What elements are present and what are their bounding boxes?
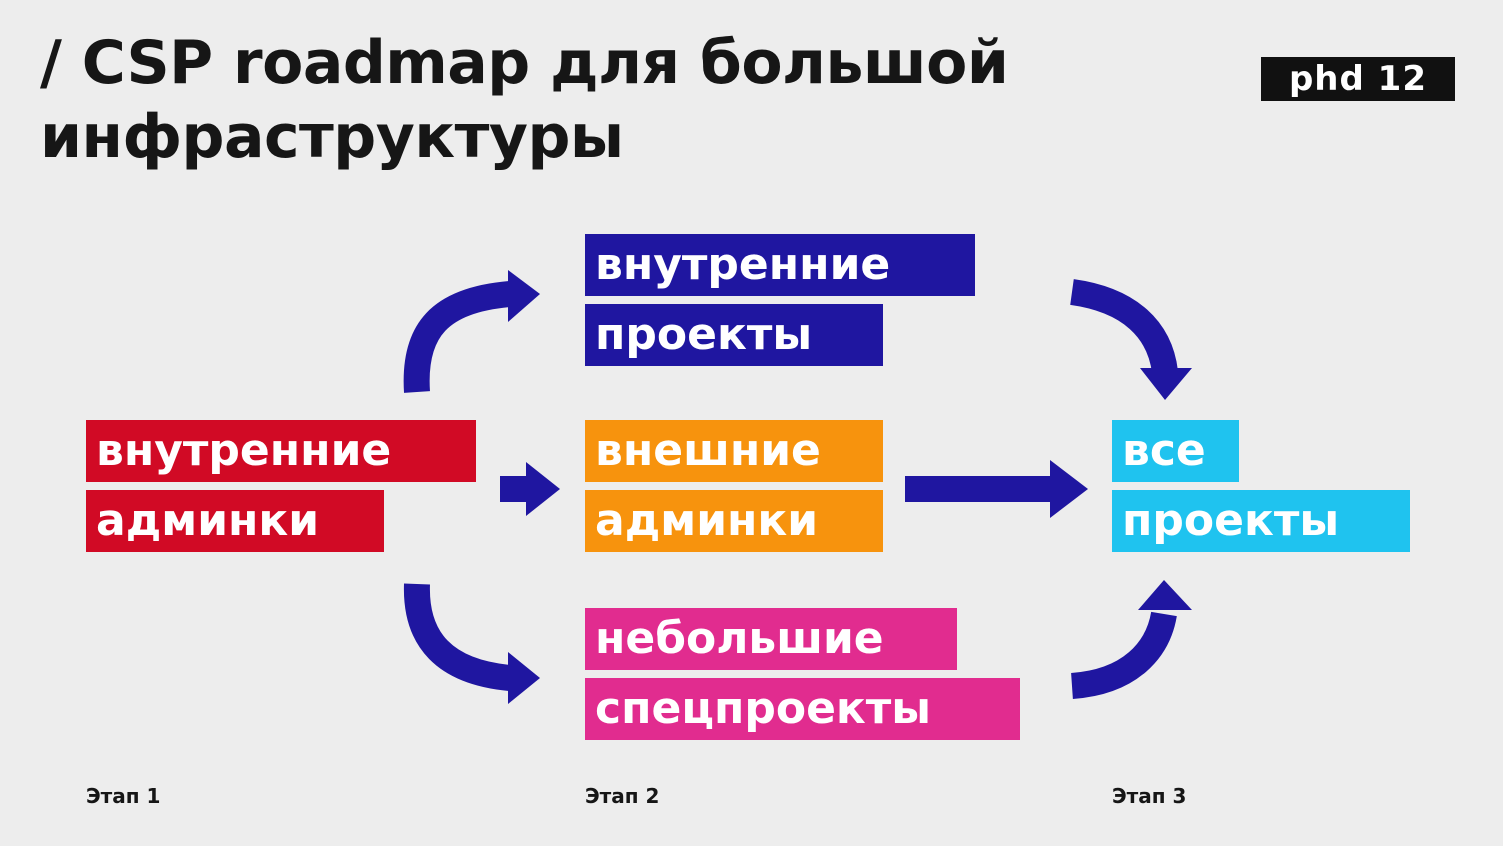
arrowhead-to-small-special — [508, 652, 540, 704]
arrow-external-to-all — [905, 476, 1055, 502]
arrow-to-small-special — [403, 583, 512, 691]
node-all-projects-line2: проекты — [1112, 490, 1410, 552]
arrowhead-internal-to-all — [1140, 368, 1192, 400]
phd-logo: phd 12 — [1261, 57, 1455, 101]
arrow-internal-to-all — [1069, 279, 1178, 375]
node-internal-projects-line2: проекты — [585, 304, 883, 366]
stage-2-label: Этап 2 — [585, 784, 660, 808]
node-external-admins-line1: внешние — [585, 420, 883, 482]
node-external-admins-line2: админки — [585, 490, 883, 552]
node-small-special-line2: спецпроекты — [585, 678, 1020, 740]
page-title: / CSP roadmap для большой инфраструктуры — [40, 26, 1190, 174]
arrow-to-internal-projects — [403, 281, 512, 393]
arrowhead-external-to-all — [1050, 460, 1088, 518]
node-internal-admins-line2: админки — [86, 490, 384, 552]
node-internal-projects-line1: внутренние — [585, 234, 975, 296]
node-small-special-line1: небольшие — [585, 608, 957, 670]
title-line-2: инфраструктуры — [40, 102, 624, 172]
arrowhead-to-internal-projects — [508, 270, 540, 322]
title-line-1: / CSP roadmap для большой — [40, 28, 1009, 98]
stage-3-label: Этап 3 — [1112, 784, 1187, 808]
arrowhead-special-to-all — [1138, 580, 1192, 610]
stage-1-label: Этап 1 — [86, 784, 161, 808]
arrowhead-to-external-admins — [526, 462, 560, 516]
node-internal-admins-line1: внутренние — [86, 420, 476, 482]
arrow-to-external-admins — [500, 476, 530, 502]
arrow-special-to-all — [1070, 611, 1177, 699]
node-all-projects-line1: все — [1112, 420, 1239, 482]
